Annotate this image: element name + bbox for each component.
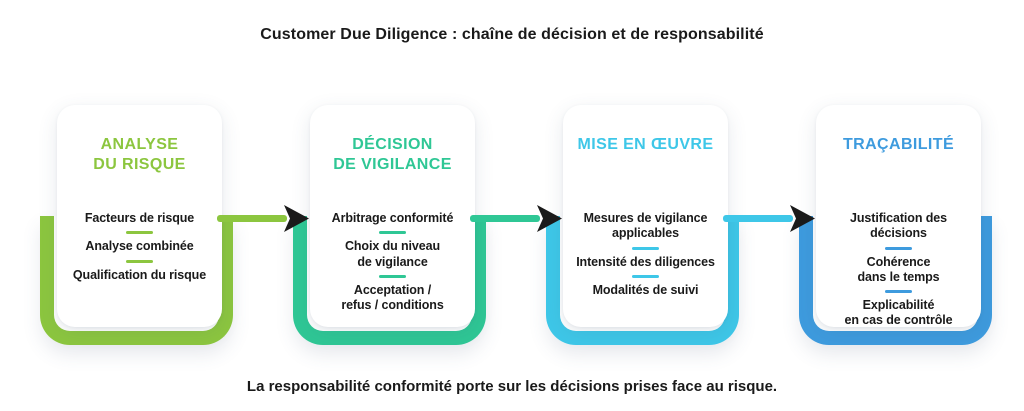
item-divider: [632, 274, 659, 278]
step-card: MISE EN ŒUVRE Mesures de vigilance appli…: [563, 105, 728, 327]
arrowhead-icon: [537, 205, 562, 232]
step-unit-tracabilite: TRAÇABILITÉ Justification des décisions …: [799, 0, 992, 360]
step-item: Modalités de suivi: [592, 282, 699, 297]
step-unit-decision-de-vigilance: DÉCISION DE VIGILANCE Arbitrage conformi…: [293, 0, 486, 360]
item-divider: [632, 246, 659, 250]
diagram-title: Customer Due Diligence : chaîne de décis…: [260, 26, 764, 43]
step-title: MISE EN ŒUVRE: [577, 136, 714, 153]
step-accent-frame: [40, 216, 233, 345]
step-item: Intensité des diligences: [576, 254, 715, 269]
step-items: Arbitrage conformité Choix du niveau de …: [310, 211, 475, 313]
arrowhead-icon: [284, 205, 309, 232]
flow-arrow-3: [723, 205, 815, 232]
step-card: TRAÇABILITÉ Justification des décisions …: [816, 105, 981, 327]
item-divider: [126, 259, 153, 263]
flow-arrow-2: [470, 205, 562, 232]
step-item: Justification des décisions: [850, 211, 947, 241]
step-item: Cohérence dans le temps: [857, 254, 940, 284]
step-card: DÉCISION DE VIGILANCE Arbitrage conformi…: [310, 105, 475, 327]
step-title: DÉCISION DE VIGILANCE: [333, 136, 452, 173]
step-item: Arbitrage conformité: [331, 211, 454, 225]
item-divider: [885, 290, 912, 293]
step-item: Mesures de vigilance applicables: [583, 211, 708, 241]
step-card: ANALYSE DU RISQUE Facteurs de risque Ana…: [57, 105, 222, 327]
step-title: ANALYSE DU RISQUE: [93, 136, 186, 173]
step-item: Facteurs de risque: [84, 211, 195, 225]
diagram-footer: La responsabilité conformité porte sur l…: [246, 378, 778, 395]
step-items: Justification des décisions Cohérence da…: [816, 211, 981, 329]
step-items: Facteurs de risque Analyse combinée Qual…: [57, 211, 222, 283]
step-item: Explicabilité en cas de contrôle: [844, 298, 953, 328]
flow-arrow-1: [217, 205, 309, 232]
step-accent-frame: [799, 216, 992, 345]
step-item: Choix du niveau de vigilance: [344, 239, 441, 269]
step-title: TRAÇABILITÉ: [842, 136, 955, 153]
step-item: Acceptation / refus / conditions: [341, 282, 444, 312]
arrow-line: [723, 215, 793, 222]
item-divider: [379, 274, 406, 278]
arrow-line: [217, 215, 287, 222]
step-item: Qualification du risque: [72, 267, 207, 282]
arrow-line: [470, 215, 540, 222]
item-divider: [379, 231, 406, 235]
step-accent-frame: [293, 216, 486, 345]
step-accent-frame: [546, 216, 739, 345]
step-unit-mise-en-oeuvre: MISE EN ŒUVRE Mesures de vigilance appli…: [546, 0, 739, 360]
step-items: Mesures de vigilance applicables Intensi…: [563, 211, 728, 298]
step-item: Analyse combinée: [85, 239, 194, 254]
item-divider: [885, 246, 912, 250]
arrowhead-icon: [790, 205, 815, 232]
step-unit-analyse-du-risque: ANALYSE DU RISQUE Facteurs de risque Ana…: [40, 0, 233, 360]
item-divider: [126, 231, 153, 235]
